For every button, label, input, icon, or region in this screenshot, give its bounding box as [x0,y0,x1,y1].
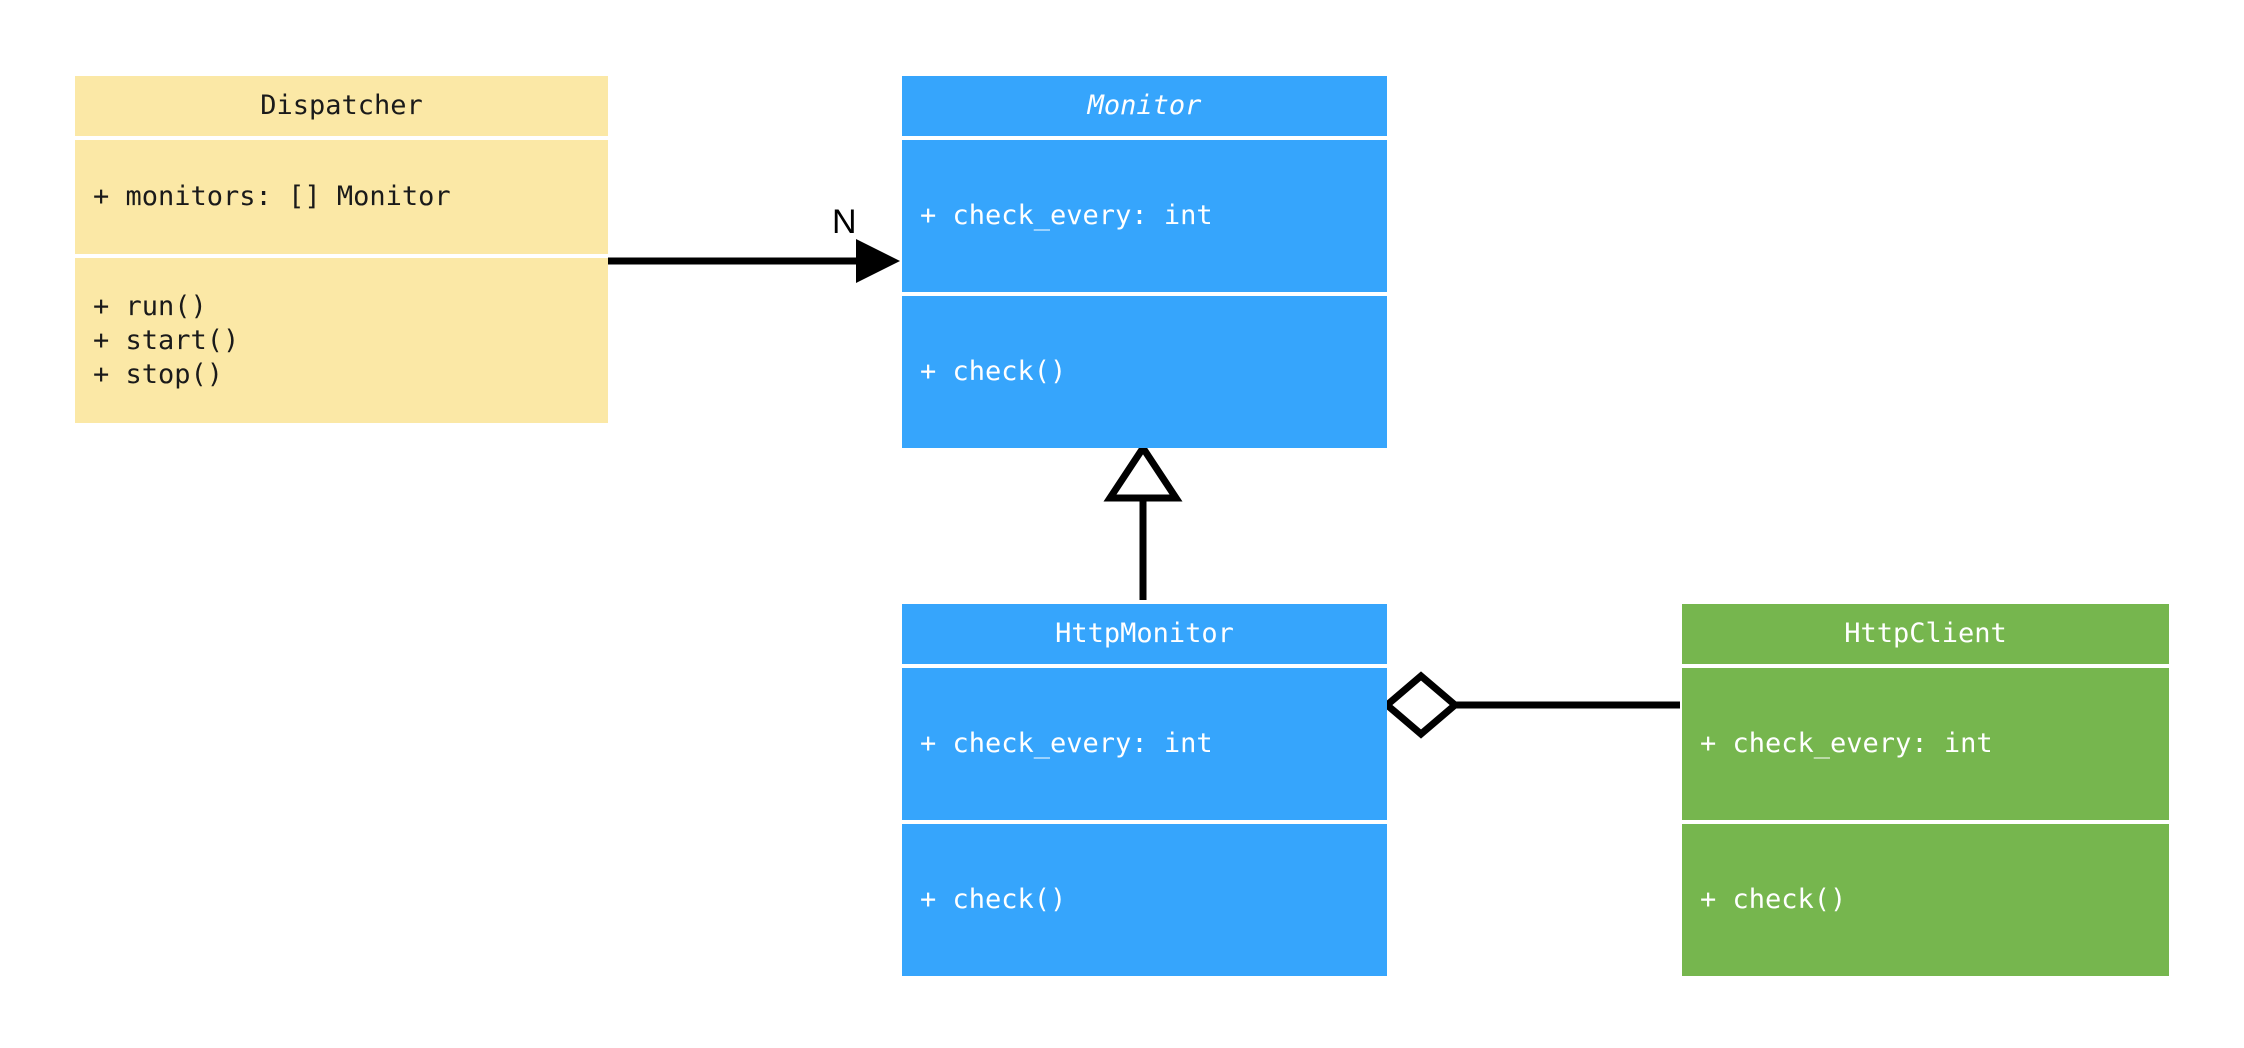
edge-dispatcher-to-monitor [608,239,900,283]
class-name-dispatcher: Dispatcher [260,89,423,121]
class-attributes-compartment: + check_every: int [902,668,1387,820]
class-name-monitor: Monitor [1087,89,1202,121]
class-title-compartment: HttpMonitor [902,604,1387,664]
class-title-compartment: Monitor [902,76,1387,136]
multiplicity-label-n: N [832,203,857,241]
class-box-dispatcher[interactable]: Dispatcher + monitors: [] Monitor + run(… [75,76,608,423]
class-methods-compartment: + check() [902,824,1387,976]
method-row: + run() [93,290,207,322]
class-attributes-compartment: + monitors: [] Monitor [75,140,608,254]
edge-httpmonitor-to-httpclient [1381,671,1680,739]
attribute-row: + check_every: int [1700,728,1993,759]
attribute-row: + check_every: int [920,200,1213,231]
method-row: + check() [1700,884,1847,915]
class-methods-compartment: + check() [1682,824,2169,976]
arrowhead-filled-icon [856,239,900,283]
attribute-row: + monitors: [] Monitor [93,181,451,212]
method-row: + stop() [93,358,224,390]
class-name-http-monitor: HttpMonitor [1055,617,1234,649]
class-box-http-monitor[interactable]: HttpMonitor + check_every: int + check() [902,604,1387,976]
edge-httpmonitor-to-monitor [1103,441,1183,600]
class-title-compartment: HttpClient [1682,604,2169,664]
method-row: + check() [920,356,1067,387]
attribute-row: + check_every: int [920,728,1213,759]
class-attributes-compartment: + check_every: int [902,140,1387,292]
class-name-http-client: HttpClient [1844,617,2007,649]
hollow-diamond-aggregation-icon [1381,671,1461,739]
method-row: + check() [920,884,1067,915]
class-methods-compartment: + run() + start() + stop() [75,258,608,423]
method-row: + start() [93,324,240,356]
class-box-monitor[interactable]: Monitor + check_every: int + check() [902,76,1387,448]
class-attributes-compartment: + check_every: int [1682,668,2169,820]
class-methods-compartment: + check() [902,296,1387,448]
class-title-compartment: Dispatcher [75,76,608,136]
hollow-triangle-arrowhead-icon [1103,441,1183,502]
class-box-http-client[interactable]: HttpClient + check_every: int + check() [1682,604,2169,976]
